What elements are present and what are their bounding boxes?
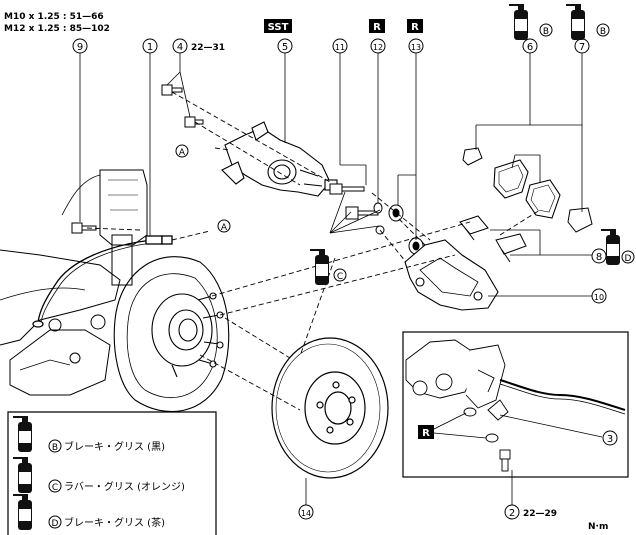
svg-text:R: R (411, 22, 419, 33)
svg-text:9: 9 (77, 42, 83, 53)
svg-text:5: 5 (282, 42, 288, 53)
callout-6: 6 (522, 38, 538, 54)
svg-text:7: 7 (579, 42, 585, 53)
legend-c: C ラバー・グリス (オレンジ) (12, 456, 185, 494)
replace-tag-12: R (369, 19, 385, 33)
svg-text:R: R (373, 22, 381, 33)
inset-box (402, 331, 629, 478)
grease-tube-d: D (600, 228, 635, 266)
bolt-9 (71, 222, 97, 234)
svg-text:2: 2 (509, 508, 515, 519)
svg-text:SST: SST (268, 22, 289, 33)
ref-a-upper: A (175, 144, 189, 158)
sst-tag: SST (264, 19, 292, 33)
leader-lines (79, 52, 603, 505)
callout-14: 14 (298, 504, 314, 520)
ref-a-lower: A (217, 219, 231, 233)
svg-text:4: 4 (177, 42, 183, 53)
svg-text:B: B (600, 27, 606, 37)
knuckle-assembly (0, 249, 121, 396)
svg-text:1: 1 (147, 42, 153, 53)
svg-text:10: 10 (594, 293, 604, 302)
callout-5: 5 (277, 38, 293, 54)
svg-text:8: 8 (596, 252, 602, 263)
replace-tag-13: R (407, 19, 423, 33)
svg-text:ブレーキ・グリス (茶): ブレーキ・グリス (茶) (64, 516, 165, 529)
torque-units: N·m (588, 522, 608, 532)
svg-text:A: A (179, 148, 186, 158)
callout-2: 2 (504, 504, 520, 520)
callout-9: 9 (72, 38, 88, 54)
grease-tube-c: C (309, 248, 347, 286)
callout-7: 7 (574, 38, 590, 54)
callout-10: 10 (591, 288, 607, 304)
pad-shim-right (567, 207, 593, 233)
callout-12: 12 (370, 38, 386, 54)
torque-part4: 22—31 (191, 43, 225, 53)
inset-detail (405, 339, 626, 472)
dust-boot-upper (373, 202, 404, 222)
grease-tube-7: B (565, 3, 610, 41)
callout-3: 3 (602, 430, 618, 446)
callout-8: 8 (591, 248, 607, 264)
svg-text:13: 13 (411, 43, 421, 52)
callout-11: 11 (332, 38, 348, 54)
brake-pad-inner (525, 179, 561, 219)
legend-box (7, 411, 217, 535)
svg-text:12: 12 (373, 43, 383, 52)
legend-b: B ブレーキ・グリス (黒) (12, 415, 165, 453)
bolt-4-upper (161, 84, 183, 96)
svg-text:D: D (625, 254, 632, 264)
svg-text:R: R (422, 428, 430, 439)
brake-pad-outer (493, 159, 529, 199)
replace-tag-inset: R (418, 425, 434, 439)
svg-text:3: 3 (607, 434, 613, 445)
svg-text:A: A (221, 223, 228, 233)
caliper-bracket (404, 239, 499, 311)
svg-text:C: C (52, 483, 58, 493)
shock-absorber (61, 169, 148, 286)
svg-text:B: B (52, 443, 58, 453)
svg-text:ラバー・グリス (オレンジ): ラバー・グリス (オレンジ) (64, 480, 185, 493)
callout-1: 1 (142, 38, 158, 54)
svg-text:ブレーキ・グリス (黒): ブレーキ・グリス (黒) (64, 440, 165, 453)
callout-13: 13 (408, 38, 424, 54)
svg-text:11: 11 (335, 43, 345, 52)
torque-part2: 22—29 (523, 509, 557, 519)
parking-brake-cable (32, 235, 173, 328)
svg-text:D: D (52, 519, 59, 529)
pad-clip-upper (459, 215, 489, 241)
grease-tube-6: B (508, 3, 553, 41)
caliper-body (221, 121, 338, 197)
brake-disc (271, 337, 389, 479)
bolt-4-lower (184, 116, 204, 128)
torque-m10: M10 x 1.25 : 51—66 (4, 12, 104, 22)
wheel-hub (151, 292, 224, 378)
guide-pin-upper (329, 183, 365, 195)
torque-m12: M12 x 1.25 : 85—102 (4, 24, 110, 34)
svg-text:14: 14 (301, 509, 311, 518)
inset-r-leaders (433, 412, 487, 439)
svg-text:6: 6 (527, 42, 533, 53)
part-callouts: 1 4 5 9 11 12 13 6 7 8 10 3 2 14 (72, 38, 618, 520)
assembly-lines (86, 91, 541, 411)
pad-shim-left (462, 147, 483, 166)
svg-text:C: C (337, 272, 343, 282)
svg-text:B: B (543, 27, 549, 37)
pad-clip-lower (495, 233, 527, 263)
callout-4: 4 (172, 38, 188, 54)
legend-d: D ブレーキ・グリス (茶) (12, 493, 165, 531)
